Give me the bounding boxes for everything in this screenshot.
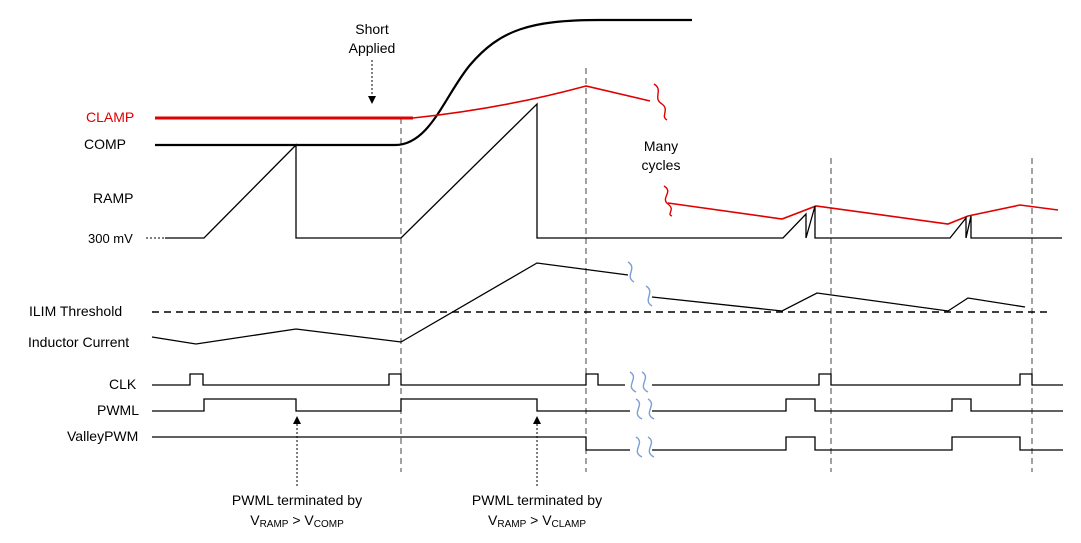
pwml-break-mark-1 <box>635 398 643 420</box>
ramp-base-label: 300 mV <box>88 231 133 246</box>
comp-trace <box>155 18 692 147</box>
pwml-break-mark-2 <box>647 398 655 420</box>
term-clamp-line2: VRAMP > VCLAMP <box>488 512 586 530</box>
clk-trace <box>152 373 625 386</box>
annotations: Short Applied Many cycles PWML terminate… <box>232 21 681 530</box>
short-applied-line2: Applied <box>349 40 396 56</box>
clk-label: CLK <box>109 376 137 392</box>
valleypwm-label: ValleyPWM <box>67 428 138 444</box>
inductor-current-trace-late <box>651 292 1026 312</box>
pwml-trace-late <box>652 398 1063 412</box>
inductor-break-mark-1 <box>627 261 635 283</box>
clk-trace-late <box>652 373 1063 386</box>
valleypwm-trace-late <box>652 436 1063 451</box>
clk-break-mark-1 <box>629 371 637 393</box>
inductor-current-trace <box>151 262 629 345</box>
ramp-label: RAMP <box>93 190 133 206</box>
pwml-trace <box>152 398 630 412</box>
valley-break-mark-1 <box>635 436 643 458</box>
clamp-trace-rising <box>412 85 651 119</box>
term-comp-line2: VRAMP > VCOMP <box>250 512 344 530</box>
valley-break-mark-2 <box>647 436 655 458</box>
clamp-break-mark-2 <box>663 185 673 217</box>
comp-label: COMP <box>84 136 126 152</box>
short-applied-line1: Short <box>355 21 389 37</box>
many-cycles-line2: cycles <box>642 157 681 173</box>
clk-break-mark-2 <box>641 371 649 393</box>
ramp-trace <box>165 102 1062 239</box>
ilim-threshold-label: ILIM Threshold <box>29 303 122 319</box>
clamp-trace-late <box>667 202 1059 225</box>
clamp-label: CLAMP <box>86 109 134 125</box>
inductor-break-mark-2 <box>645 285 653 307</box>
pwml-label: PWML <box>97 402 139 418</box>
term-clamp-line1: PWML terminated by <box>472 492 602 508</box>
term-comp-line1: PWML terminated by <box>232 492 362 508</box>
valleypwm-trace <box>152 436 630 451</box>
many-cycles-line1: Many <box>644 138 678 154</box>
inductor-current-label: Inductor Current <box>28 334 129 350</box>
signal-labels: CLAMP COMP RAMP 300 mV ILIM Threshold In… <box>28 109 139 444</box>
clamp-break-mark <box>653 83 668 121</box>
